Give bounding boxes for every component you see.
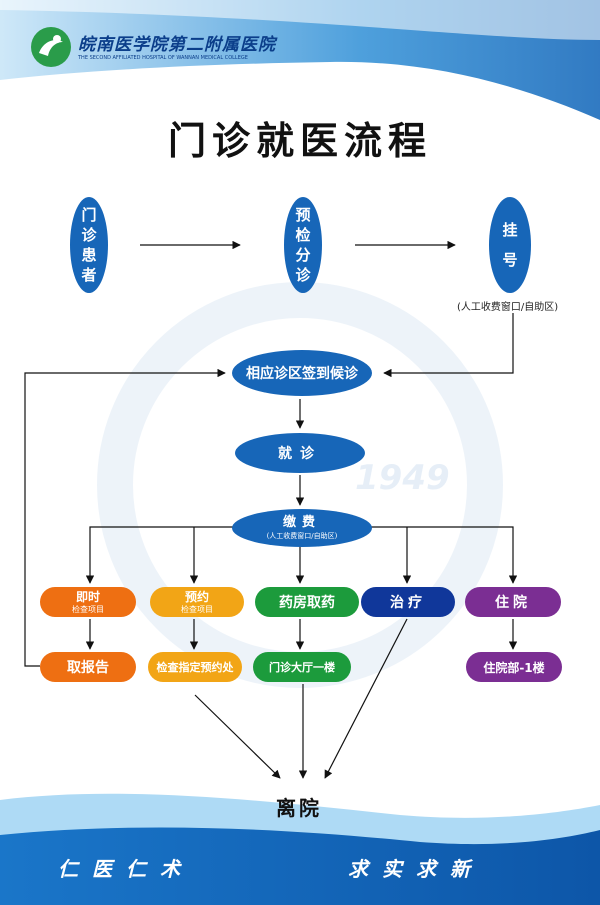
step-pay-label: 缴费: [282, 515, 321, 530]
step-admission: 住院: [465, 587, 561, 617]
step-inpatient-dept: 住院部-1楼: [466, 652, 562, 682]
step-triage: 预检分诊: [284, 197, 322, 293]
step-instant-exam-label: 即时: [75, 590, 100, 604]
step-instant-exam-sub: 检查项目: [72, 605, 104, 614]
hospital-logo: [30, 26, 72, 68]
step-patient-label: 门诊患者: [81, 206, 97, 284]
step-booked-exam-label: 预约: [184, 590, 209, 604]
step-treatment: 治疗: [361, 587, 455, 617]
step-hall-first-floor: 门诊大厅一楼: [253, 652, 351, 682]
hospital-name: 皖南医学院第二附属医院: [78, 35, 276, 55]
step-booked-exam-sub: 检查项目: [181, 605, 213, 614]
step-instant-exam: 即时 检查项目: [40, 587, 136, 617]
slogan-right: 求实求新: [348, 857, 484, 881]
step-pharmacy: 药房取药: [255, 587, 359, 617]
step-booked-exam: 预约 检查项目: [150, 587, 244, 617]
step-exam-booking-office: 检查指定预约处: [148, 652, 242, 682]
register-note: (人工收费窗口/自助区): [457, 302, 559, 313]
hospital-name-en: THE SECOND AFFILIATED HOSPITAL OF WANNAN…: [78, 55, 248, 61]
step-pay: 缴费 (人工收费窗口/自助区): [232, 509, 372, 547]
footer-wave: [0, 827, 600, 905]
step-leave: 离院: [276, 796, 322, 820]
step-pay-note: (人工收费窗口/自助区): [266, 532, 338, 540]
step-wait: 相应诊区签到候诊: [232, 350, 372, 396]
slogan-left: 仁医仁术: [58, 857, 194, 881]
step-register: 挂号: [489, 197, 531, 293]
step-consult: 就诊: [235, 433, 365, 473]
watermark-year: 1949: [355, 458, 450, 498]
step-get-report: 取报告: [40, 652, 136, 682]
step-triage-label: 预检分诊: [295, 206, 311, 284]
page-title: 门诊就医流程: [167, 118, 432, 163]
step-patient: 门诊患者: [70, 197, 108, 293]
hospital-logo-icon: [31, 27, 71, 67]
step-register-label: 挂号: [502, 221, 518, 269]
